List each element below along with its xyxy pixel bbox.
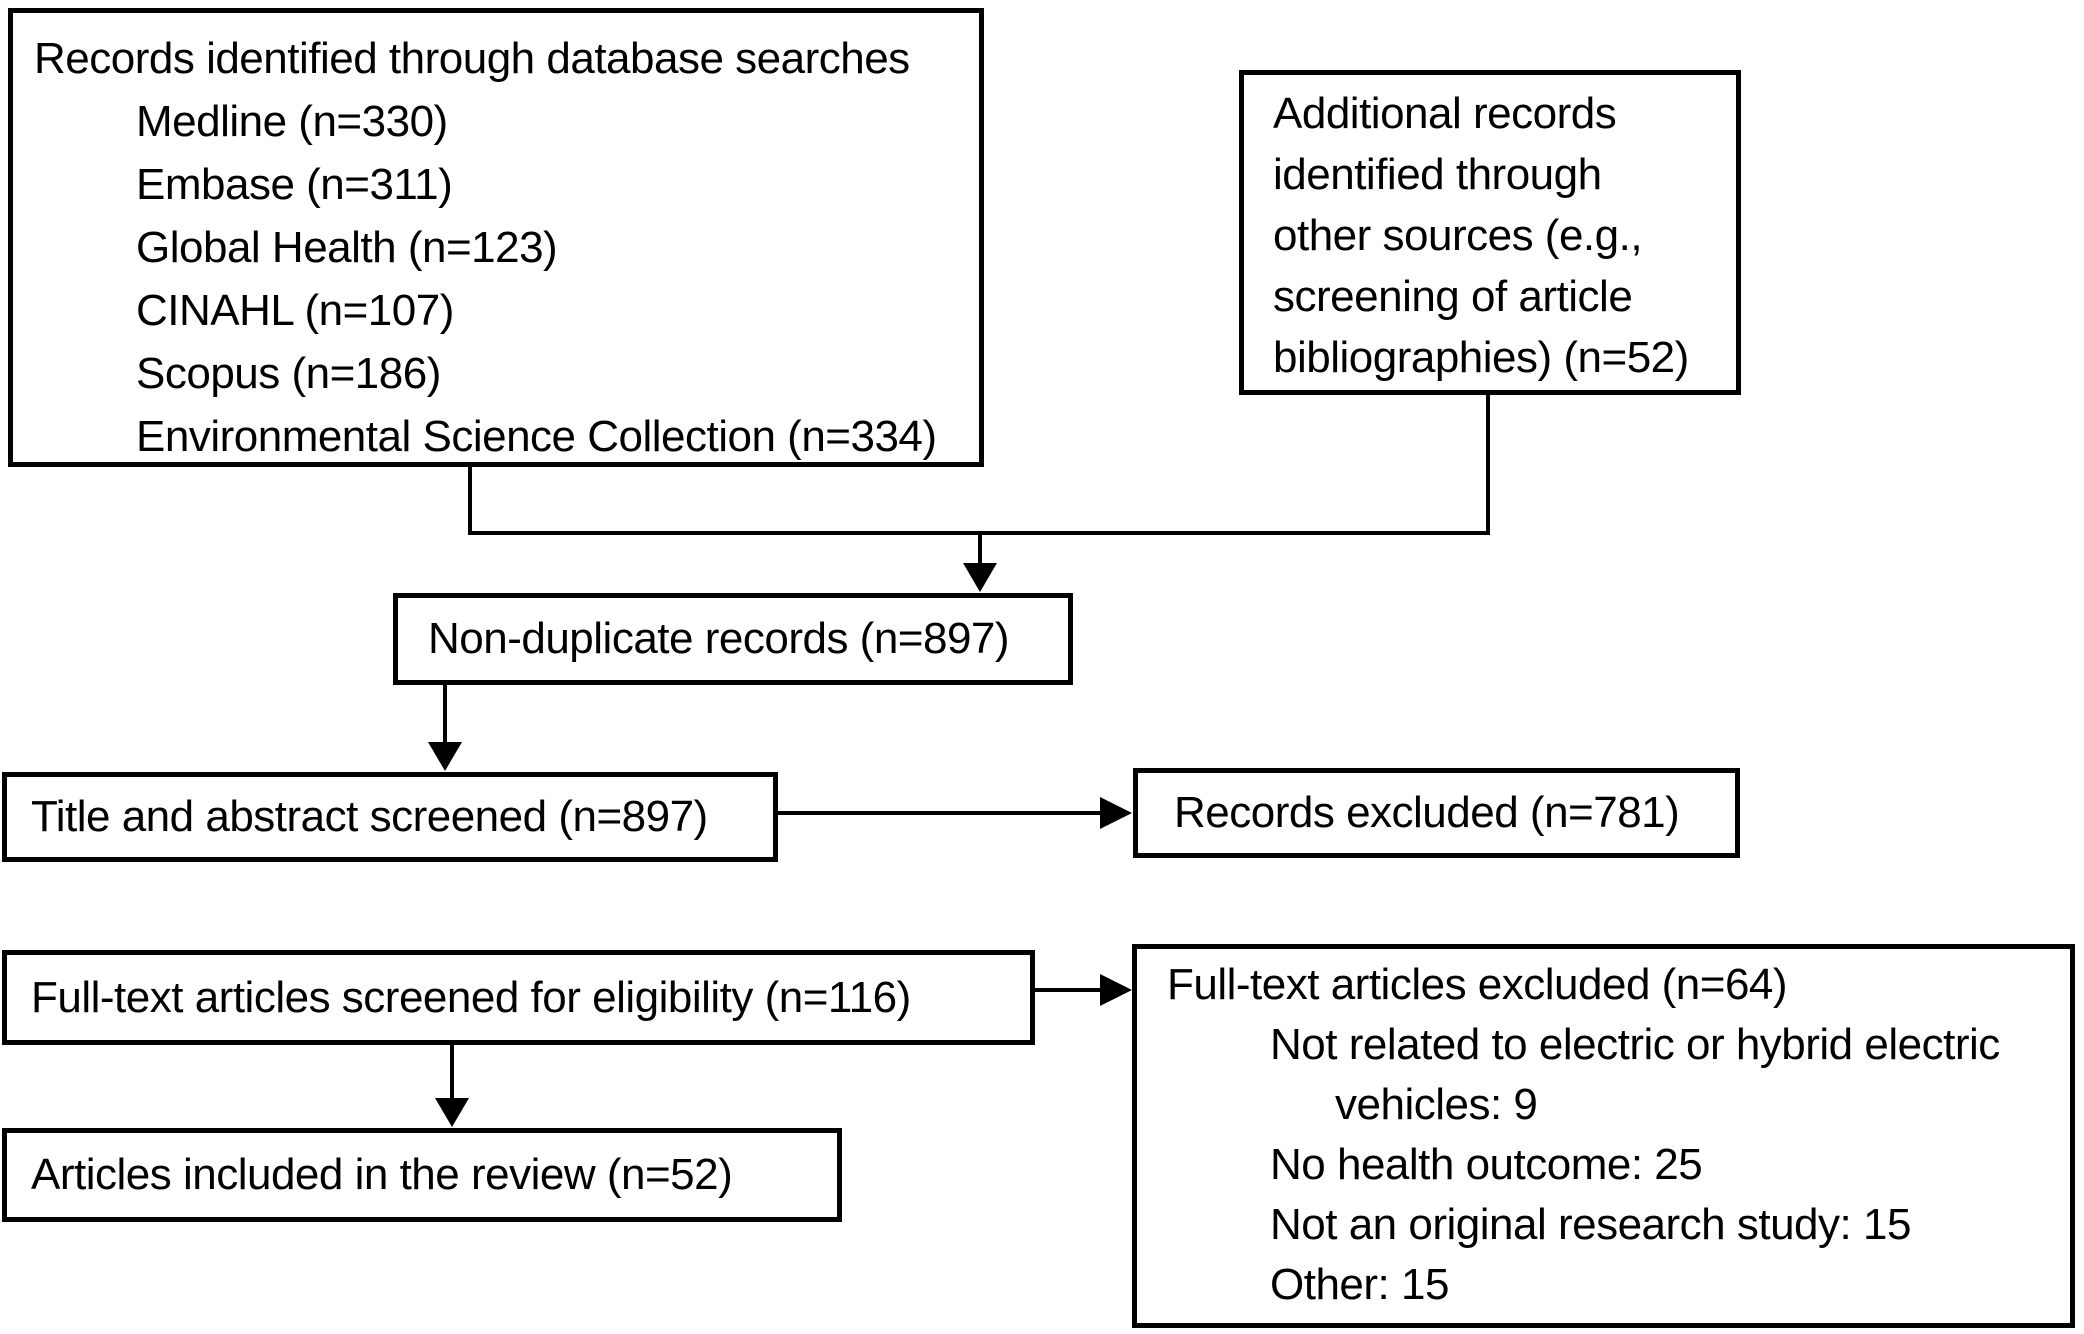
additional-records-line: Additional records xyxy=(1273,89,1617,138)
box-database-records: Records identified through database sear… xyxy=(8,8,984,467)
arrowhead-right-icon xyxy=(1100,974,1132,1006)
exclusion-reason-continuation: vehicles: 9 xyxy=(1335,1080,1538,1129)
box-fulltext-screened: Full-text articles screened for eligibil… xyxy=(2,950,1035,1045)
box-fulltext-excluded: Full-text articles excluded (n=64) Not r… xyxy=(1132,944,2075,1328)
arrow-to-included xyxy=(450,1045,454,1102)
arrow-to-records-excluded xyxy=(778,811,1102,815)
articles-included-label: Articles included in the review (n=52) xyxy=(31,1150,733,1199)
additional-records-line: bibliographies) (n=52) xyxy=(1273,333,1689,382)
box-additional-records: Additional records identified through ot… xyxy=(1239,70,1741,395)
database-item-global-health: Global Health (n=123) xyxy=(136,223,558,272)
box-records-excluded: Records excluded (n=781) xyxy=(1133,768,1740,858)
arrow-to-title-abstract xyxy=(443,685,447,745)
database-item-cinahl: CINAHL (n=107) xyxy=(136,286,454,335)
records-excluded-label: Records excluded (n=781) xyxy=(1174,788,1680,837)
arrowhead-down-icon xyxy=(428,742,462,771)
exclusion-reason: No health outcome: 25 xyxy=(1270,1140,1703,1189)
additional-records-line: other sources (e.g., xyxy=(1273,211,1643,260)
connector-database-down xyxy=(468,467,472,535)
arrow-to-nonduplicate xyxy=(978,535,982,567)
fulltext-excluded-title: Full-text articles excluded (n=64) xyxy=(1167,960,1788,1009)
box-articles-included: Articles included in the review (n=52) xyxy=(2,1128,842,1222)
fulltext-screened-label: Full-text articles screened for eligibil… xyxy=(31,973,911,1022)
connector-additional-down xyxy=(1486,395,1490,535)
database-item-medline: Medline (n=330) xyxy=(136,97,448,146)
additional-records-line: identified through xyxy=(1273,150,1602,199)
exclusion-reason: Not an original research study: 15 xyxy=(1270,1200,1911,1249)
exclusion-reason: Other: 15 xyxy=(1270,1260,1449,1309)
exclusion-reason: Not related to electric or hybrid electr… xyxy=(1270,1020,2000,1069)
connector-merge-horizontal xyxy=(468,531,1490,535)
database-records-title: Records identified through database sear… xyxy=(34,34,910,83)
box-non-duplicate-records: Non-duplicate records (n=897) xyxy=(393,593,1073,685)
additional-records-line: screening of article xyxy=(1273,272,1633,321)
arrowhead-right-icon xyxy=(1100,797,1132,829)
title-abstract-label: Title and abstract screened (n=897) xyxy=(31,792,708,841)
non-duplicate-label: Non-duplicate records (n=897) xyxy=(428,614,1010,663)
database-item-scopus: Scopus (n=186) xyxy=(136,349,441,398)
box-title-abstract-screened: Title and abstract screened (n=897) xyxy=(2,772,778,862)
database-item-environmental-science: Environmental Science Collection (n=334) xyxy=(136,412,937,461)
arrowhead-down-icon xyxy=(963,563,997,592)
database-item-embase: Embase (n=311) xyxy=(136,160,453,209)
arrow-to-fulltext-excluded xyxy=(1035,988,1102,992)
arrowhead-down-icon xyxy=(435,1098,469,1127)
